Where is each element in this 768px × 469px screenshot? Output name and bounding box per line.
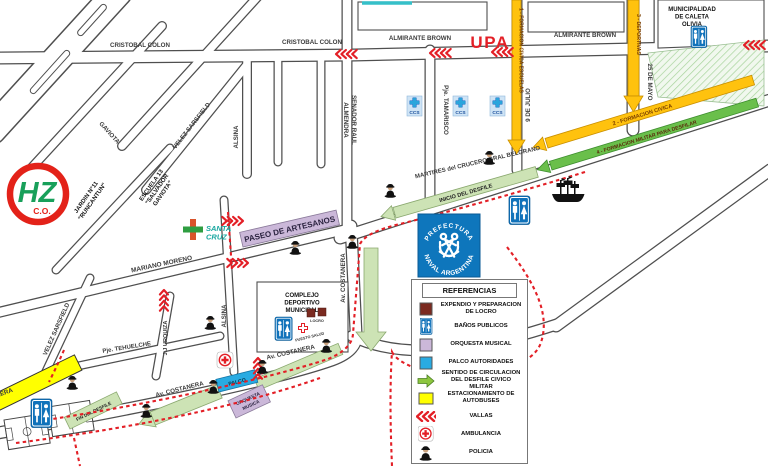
- legend-item-estacionamiento: ESTACIONAMIENTO DE AUTOBUSES: [416, 389, 523, 407]
- restrooms-icon: [274, 316, 293, 341]
- complejo-deportivo-building: [256, 281, 349, 353]
- svg-text:CCS: CCS: [455, 110, 466, 116]
- vallas-chevrons-icon: [416, 410, 436, 422]
- prefectura-naval-logo: PREFECTURA NAVAL ARGENTINA: [417, 213, 481, 278]
- svg-text:COMPLEJO: COMPLEJO: [285, 293, 319, 299]
- svg-text:DEPORTIVO: DEPORTIVO: [284, 301, 320, 307]
- svg-text:CRUZ: CRUZ: [206, 233, 227, 242]
- svg-text:MUNICIPAL: MUNICIPAL: [286, 308, 319, 314]
- locro-swatch: [416, 302, 436, 316]
- legend-item-policia: POLICIA: [416, 443, 523, 461]
- estacionamiento-swatch: [416, 392, 436, 405]
- street-av-costanera: Av. COSTANERA: [340, 253, 347, 303]
- upa-label: UPA: [470, 33, 509, 52]
- svg-text:CCS: CCS: [492, 110, 503, 116]
- bar-bottom-direction-2: [253, 342, 344, 391]
- restrooms-icon: [690, 25, 708, 48]
- svg-text:PALCO: PALCO: [228, 377, 247, 387]
- avenue-median: [29, 49, 71, 95]
- legend-item-locro: EXPENDIO Y PREPARACION DE LOCRO: [416, 300, 523, 318]
- svg-text:3 - DEPORTIVAS: 3 - DEPORTIVAS: [635, 14, 641, 55]
- svg-text:MUNICIPALIDAD: MUNICIPALIDAD: [668, 7, 716, 13]
- bar-orquesta-musical: ORQUESTA MUSICA: [227, 384, 271, 419]
- municipalidad-label: MUNICIPALIDAD DE CALETA OLIVIA: [668, 7, 716, 28]
- ccs-post: CCS: [489, 95, 506, 117]
- street-senador-raul-almendra: ALMENDRA: [342, 102, 349, 138]
- legend-title: REFERENCIAS: [422, 283, 517, 298]
- street-velez-sarsfield: VELEZ SARSFIELD: [172, 101, 213, 150]
- svg-text:HZ: HZ: [18, 177, 58, 209]
- santa-cruz-logo: SANTA CRUZ: [183, 219, 231, 242]
- svg-text:CCS: CCS: [409, 110, 420, 116]
- bar-deportivas: 3 - DEPORTIVAS: [623, 0, 644, 113]
- street-25-de-mayo: 25 DE MAYO: [646, 64, 653, 101]
- police-icon: [204, 316, 217, 330]
- svg-text:PUESTO SALUD: PUESTO SALUD: [295, 331, 325, 342]
- street-cristobal-colon: CRISTOBAL COLON: [110, 42, 170, 49]
- police-icon: [416, 443, 436, 462]
- street-cristobal-colon: CRISTOBAL COLON: [282, 39, 342, 46]
- police-icon: [66, 376, 79, 390]
- hz-club-logo: HZ C.O.: [6, 162, 70, 226]
- bar-formacion-civica-escuelas: 1 - FORMACION CIVICA ESCUELAS: [507, 0, 526, 155]
- legend-item-ambulancia: AMBULANCIA: [416, 425, 523, 443]
- svg-text:LOCRO: LOCRO: [310, 319, 324, 323]
- ship-icon: [552, 176, 585, 202]
- complejo-deportivo-label: COMPLEJO DEPORTIVO MUNICIPAL: [284, 293, 320, 314]
- puesto-salud: PUESTO SALUD: [295, 323, 325, 343]
- ccs-post: CCS: [452, 95, 469, 117]
- legend-references: REFERENCIAS EXPENDIO Y PREPARACION DE LO…: [411, 279, 528, 464]
- street-9-de-julio: 9 DE JULIO: [525, 88, 532, 122]
- street-almirante-brown: ALMIRANTE BROWN: [389, 35, 452, 42]
- locro-stand: LOCRO: [306, 307, 327, 323]
- ambulance-icon: [216, 351, 234, 369]
- street-almirante-brown: ALMIRANTE BROWN: [554, 32, 617, 39]
- street-gaviota: GAVIOTA: [97, 121, 121, 146]
- avenue-median: [77, 3, 107, 37]
- legend-item-vallas: VALLAS: [416, 407, 523, 425]
- restrooms-icon: [30, 398, 53, 428]
- block-north-brown: [357, 1, 488, 31]
- direction-arrow-icon: [416, 373, 436, 388]
- ambulance-icon: [416, 426, 436, 443]
- legend-title-text: REFERENCIAS: [442, 286, 497, 295]
- restrooms-icon: [508, 195, 531, 225]
- street-tamarisco: Pje. TAMARISCO: [442, 85, 449, 135]
- legend-item-orquesta: ORQUESTA MUSICAL: [416, 336, 523, 354]
- palco-swatch: [416, 356, 436, 370]
- legend-item-banos: BAÑOS PUBLICOS: [416, 318, 523, 336]
- street-urquiza: J.J URQUIZA: [163, 321, 169, 356]
- orquesta-swatch: [416, 338, 436, 352]
- police-icon: [384, 184, 397, 198]
- block-north-brown-2: [527, 1, 625, 33]
- legend-item-sentido: SENTIDO DE CIRCULACION DEL DESFILE CIVIC…: [416, 370, 523, 390]
- police-icon: [256, 360, 269, 374]
- bar-bus-parking: [0, 354, 83, 415]
- legend-item-palco: PALCO AUTORIDADES: [416, 354, 523, 372]
- street-alsina: ALSINA: [221, 304, 228, 328]
- restrooms-icon: [416, 318, 436, 336]
- street-senador-raul-almendra: SENADOR RAUL: [350, 95, 357, 145]
- bar-costanera-direction-arrow: [355, 247, 387, 352]
- svg-text:SANTA: SANTA: [206, 224, 231, 233]
- svg-text:OLIVIA: OLIVIA: [682, 22, 703, 28]
- svg-text:1 - FORMACION CIVICA ESCUELAS: 1 - FORMACION CIVICA ESCUELAS: [518, 8, 524, 93]
- ccs-post: CCS: [406, 95, 423, 117]
- street-alsina: ALSINA: [233, 125, 240, 149]
- svg-text:DE CALETA: DE CALETA: [675, 15, 710, 21]
- svg-text:C.O.: C.O.: [33, 206, 50, 216]
